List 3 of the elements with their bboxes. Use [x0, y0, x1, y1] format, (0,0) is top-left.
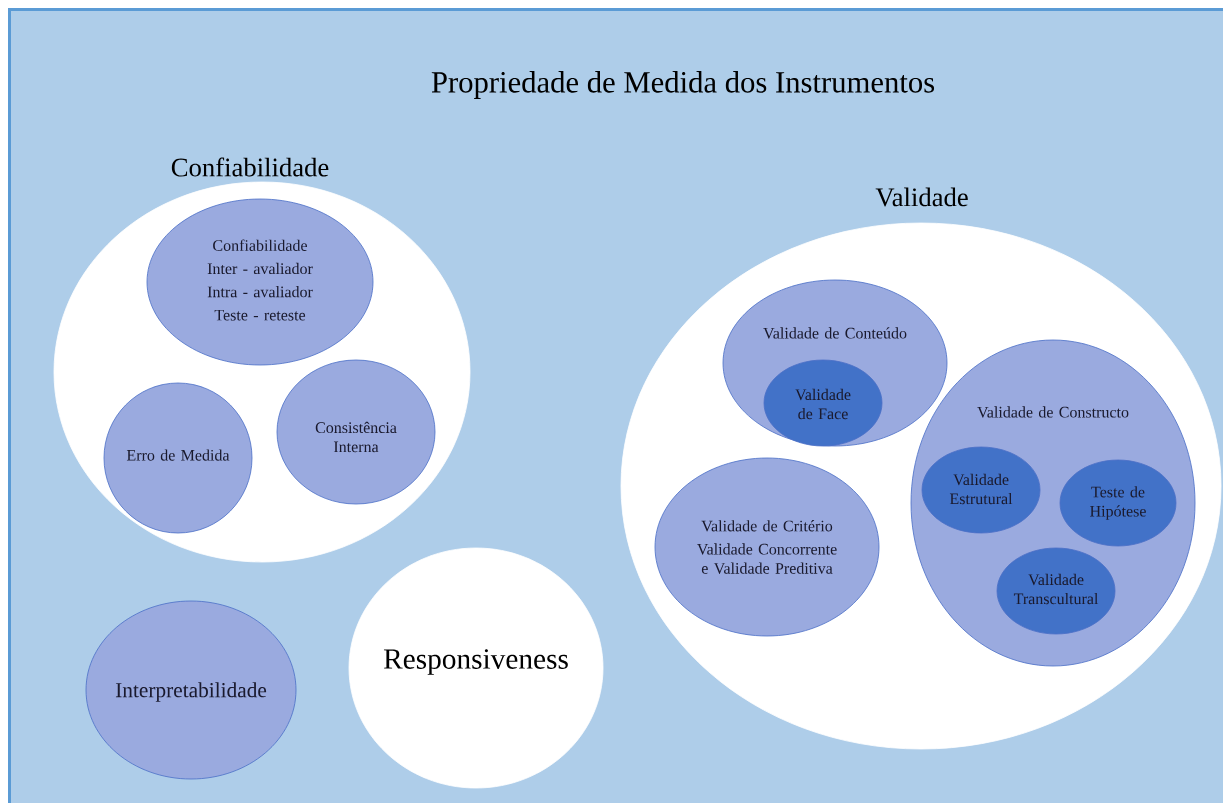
node-label: Validade [875, 187, 968, 207]
node-label: Confiabilidade [171, 157, 329, 177]
title: Propriedade de Medida dos Instrumentos [431, 71, 935, 99]
